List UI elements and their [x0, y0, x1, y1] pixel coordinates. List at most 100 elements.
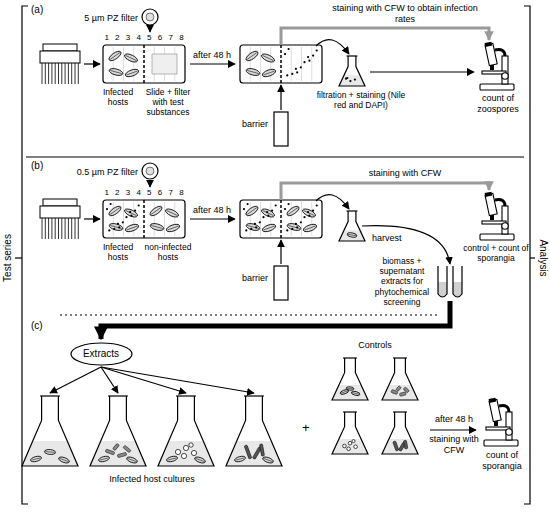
flask-medium: [226, 441, 282, 466]
well-wall: [113, 202, 114, 236]
host-leaf: [98, 455, 110, 463]
holder-body: [40, 51, 80, 63]
zoospore-dot: [122, 221, 124, 223]
step-label: after 48 h: [186, 205, 238, 216]
zoospore-dot: [284, 53, 286, 55]
chamber-slide: [240, 45, 322, 83]
panel-label: (a): [31, 4, 43, 16]
scope-objective: [490, 215, 494, 220]
pollen-grain: [191, 450, 196, 455]
scope-arm: [499, 406, 509, 412]
microscope: [484, 398, 518, 446]
leaf-midrib: [247, 208, 257, 215]
leaf-midrib: [59, 458, 68, 461]
leaf-midrib: [247, 53, 257, 60]
panel-label: (c): [31, 320, 43, 332]
zoospore-dot: [286, 74, 288, 76]
zoospore-dot: [284, 208, 286, 210]
panel-label: (b): [31, 160, 43, 172]
leaf-midrib: [126, 71, 137, 75]
leaf-midrib: [347, 388, 354, 390]
pollen-grain: [343, 444, 347, 448]
well-wall: [164, 202, 165, 236]
barrier-label: barrier: [224, 273, 268, 284]
zoospore-dot: [303, 216, 305, 218]
arrow: [149, 180, 150, 187]
well-wall: [301, 47, 302, 81]
holder-strand: [45, 218, 46, 239]
microscope: [480, 192, 514, 240]
barrier-strip: [274, 112, 288, 146]
zoospore-dot: [316, 204, 318, 206]
leaf-midrib: [341, 391, 348, 394]
transfer-arrow: [316, 195, 349, 209]
control-flask: [332, 412, 368, 454]
filter-pores: [146, 13, 154, 21]
ellipse-shape: [71, 343, 132, 365]
culture-flask: [158, 396, 214, 466]
zoospore-dot: [266, 211, 268, 213]
filter-pores: [146, 167, 154, 175]
extracts-ellipse: Extracts: [70, 342, 133, 366]
host-leaf: [286, 222, 301, 231]
host-leaf: [194, 456, 206, 464]
host-leaf: [108, 205, 123, 218]
host-leaf: [108, 222, 123, 231]
pz-filter: [142, 9, 158, 25]
step-label: harvest: [372, 233, 402, 244]
leaf-midrib: [304, 226, 315, 230]
leaf-midrib: [263, 71, 274, 75]
scope-eyepiece: [485, 42, 493, 47]
control-flask: [382, 358, 418, 400]
holder-strand: [75, 63, 76, 84]
host-leaf: [346, 386, 354, 390]
host-leaf: [30, 455, 42, 463]
well-wall: [154, 202, 155, 236]
holder-strand: [55, 218, 56, 239]
scope-tube: [485, 43, 497, 65]
pollen-grain: [183, 445, 188, 450]
plant-material: [399, 392, 406, 397]
scope-tube: [489, 399, 501, 421]
pz-filter: [142, 163, 158, 179]
zoospore-dot: [316, 49, 318, 51]
flask-rim: [393, 411, 407, 412]
host-leaf: [44, 449, 56, 455]
well-wall: [250, 47, 251, 81]
filter-label: 5 µm PZ filter: [58, 13, 138, 24]
zoospore-dot: [275, 204, 277, 206]
holder-strand: [58, 63, 59, 84]
well-wall: [123, 47, 124, 81]
well-numbers: 1 2 3 4 5 6 7 8: [103, 33, 185, 43]
chamber-slide: [103, 200, 185, 238]
bracket-tick: [15, 257, 22, 258]
host-leaf: [245, 67, 260, 76]
plant-material: [403, 440, 407, 449]
holder-strand: [58, 218, 59, 239]
holder-strand: [42, 63, 43, 84]
leaf-midrib: [247, 225, 259, 228]
zoospore-dot: [291, 73, 293, 75]
scope-knob: [502, 223, 508, 229]
scope-knob: [506, 429, 512, 435]
flask-rim: [343, 357, 357, 358]
flask-rim: [176, 395, 196, 396]
plant-material: [403, 387, 409, 393]
pollen-grain: [189, 443, 193, 447]
well-wall: [291, 202, 292, 236]
arrow: [149, 26, 150, 32]
host-leaf: [351, 390, 360, 396]
bracket-left: [22, 6, 28, 504]
result-label: control + count of sporangia: [460, 243, 532, 263]
pollen-grain: [352, 440, 355, 443]
group-label: non-infected hosts: [139, 242, 197, 262]
host-leaf: [262, 456, 274, 464]
group-label: Infected hosts: [97, 87, 139, 107]
holder-strand: [48, 63, 49, 84]
scope-objective: [490, 65, 494, 70]
zoospore-dot: [296, 226, 298, 228]
zoospore-dot: [247, 203, 249, 205]
zoospore-dot: [307, 56, 309, 58]
step-label: filtration + staining (Nile red and DAPI…: [316, 90, 406, 110]
zoospore-dot: [259, 221, 261, 223]
